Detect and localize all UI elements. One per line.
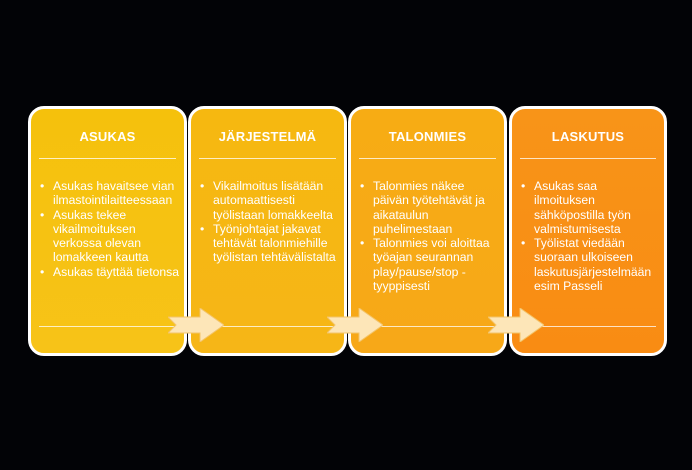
step-title: TALONMIES xyxy=(388,129,467,144)
step-title: ASUKAS xyxy=(79,129,136,144)
bullet-item: Asukas tekee vikailmoituksen verkossa ol… xyxy=(40,208,180,265)
bullet-item: Asukas saa ilmoituksen sähköpostilla työ… xyxy=(521,179,660,236)
step-title: LASKUTUS xyxy=(551,129,625,144)
bullet-item: Vikailmoitus lisätään automaattisesti ty… xyxy=(200,179,340,222)
step-bullet-list: Talonmies näkee päivän työtehtävät ja ai… xyxy=(355,179,500,293)
bottom-divider xyxy=(199,326,336,327)
step-card-asukas: ASUKAS Asukas havaitsee vian ilmastointi… xyxy=(28,106,187,356)
bottom-divider xyxy=(39,326,176,327)
bullet-item: Työnjohtajat jakavat tehtävät talonmiehi… xyxy=(200,222,340,265)
step-card-jarjestelma: JÄRJESTELMÄ Vikailmoitus lisätään automa… xyxy=(188,106,347,356)
title-divider xyxy=(39,158,176,159)
bottom-divider xyxy=(359,326,496,327)
right-arrow-icon xyxy=(327,308,383,342)
title-divider xyxy=(520,158,656,159)
step-bullet-list: Asukas saa ilmoituksen sähköpostilla työ… xyxy=(516,179,660,293)
step-bullet-list: Vikailmoitus lisätään automaattisesti ty… xyxy=(195,179,340,265)
title-divider xyxy=(359,158,496,159)
bottom-divider xyxy=(520,326,656,327)
step-card-talonmies: TALONMIES Talonmies näkee päivän työteht… xyxy=(348,106,507,356)
bullet-item: Talonmies näkee päivän työtehtävät ja ai… xyxy=(360,179,500,236)
bullet-item: Työlistat viedään suoraan ulkoiseen lask… xyxy=(521,236,660,293)
right-arrow-icon xyxy=(168,308,224,342)
step-title: JÄRJESTELMÄ xyxy=(218,129,317,144)
bullet-item: Asukas täyttää tietonsa xyxy=(40,265,180,280)
bullet-item: Asukas havaitsee vian ilmastointilaittee… xyxy=(40,179,180,208)
step-bullet-list: Asukas havaitsee vian ilmastointilaittee… xyxy=(35,179,180,279)
step-card-laskutus: LASKUTUS Asukas saa ilmoituksen sähköpos… xyxy=(509,106,667,356)
right-arrow-icon xyxy=(488,308,544,342)
title-divider xyxy=(199,158,336,159)
bullet-item: Talonmies voi aloittaa työajan seurannan… xyxy=(360,236,500,293)
